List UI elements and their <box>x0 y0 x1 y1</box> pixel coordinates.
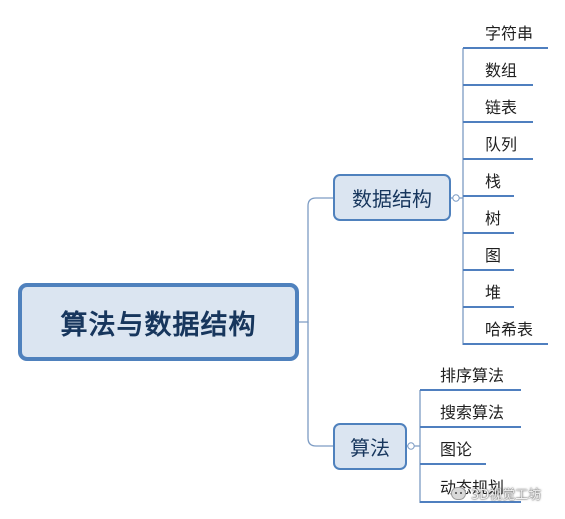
leaf-stack[interactable]: 栈 <box>485 172 502 191</box>
leaf-sorting[interactable]: 排序算法 <box>440 366 505 385</box>
connector-root-to-data-structures <box>299 197 333 323</box>
branch-data-structures[interactable]: 数据结构 <box>333 174 451 221</box>
branch-data-structures-label: 数据结构 <box>352 187 432 211</box>
leaf-string[interactable]: 字符串 <box>485 24 534 43</box>
branch-algorithms-label: 算法 <box>350 436 390 460</box>
leaf-graph-theory[interactable]: 图论 <box>440 440 473 459</box>
branch-algorithms[interactable]: 算法 <box>333 423 407 470</box>
root-node-label: 算法与数据结构 <box>60 309 257 341</box>
data-structures-underlines <box>463 47 548 345</box>
data-structures-collapse-dot[interactable] <box>452 194 460 202</box>
leaf-searching[interactable]: 搜索算法 <box>440 403 505 422</box>
leaf-hash-table[interactable]: 哈希表 <box>485 320 534 339</box>
leaf-array[interactable]: 数组 <box>485 61 518 80</box>
root-node[interactable]: 算法与数据结构 <box>18 283 299 361</box>
connector-root-to-algorithms <box>307 322 333 447</box>
leaf-queue[interactable]: 队列 <box>485 135 518 154</box>
leaf-linked-list[interactable]: 链表 <box>485 98 518 117</box>
algorithms-underlines <box>420 389 521 503</box>
algorithms-collapse-dot[interactable] <box>407 442 415 450</box>
leaf-graph[interactable]: 图 <box>485 246 502 265</box>
watermark-text: 3D视觉工坊 <box>471 488 542 503</box>
watermark: 3D视觉工坊 <box>451 484 541 503</box>
leaf-heap[interactable]: 堆 <box>485 283 502 302</box>
wechat-icon <box>451 487 466 500</box>
leaf-tree[interactable]: 树 <box>485 209 502 228</box>
